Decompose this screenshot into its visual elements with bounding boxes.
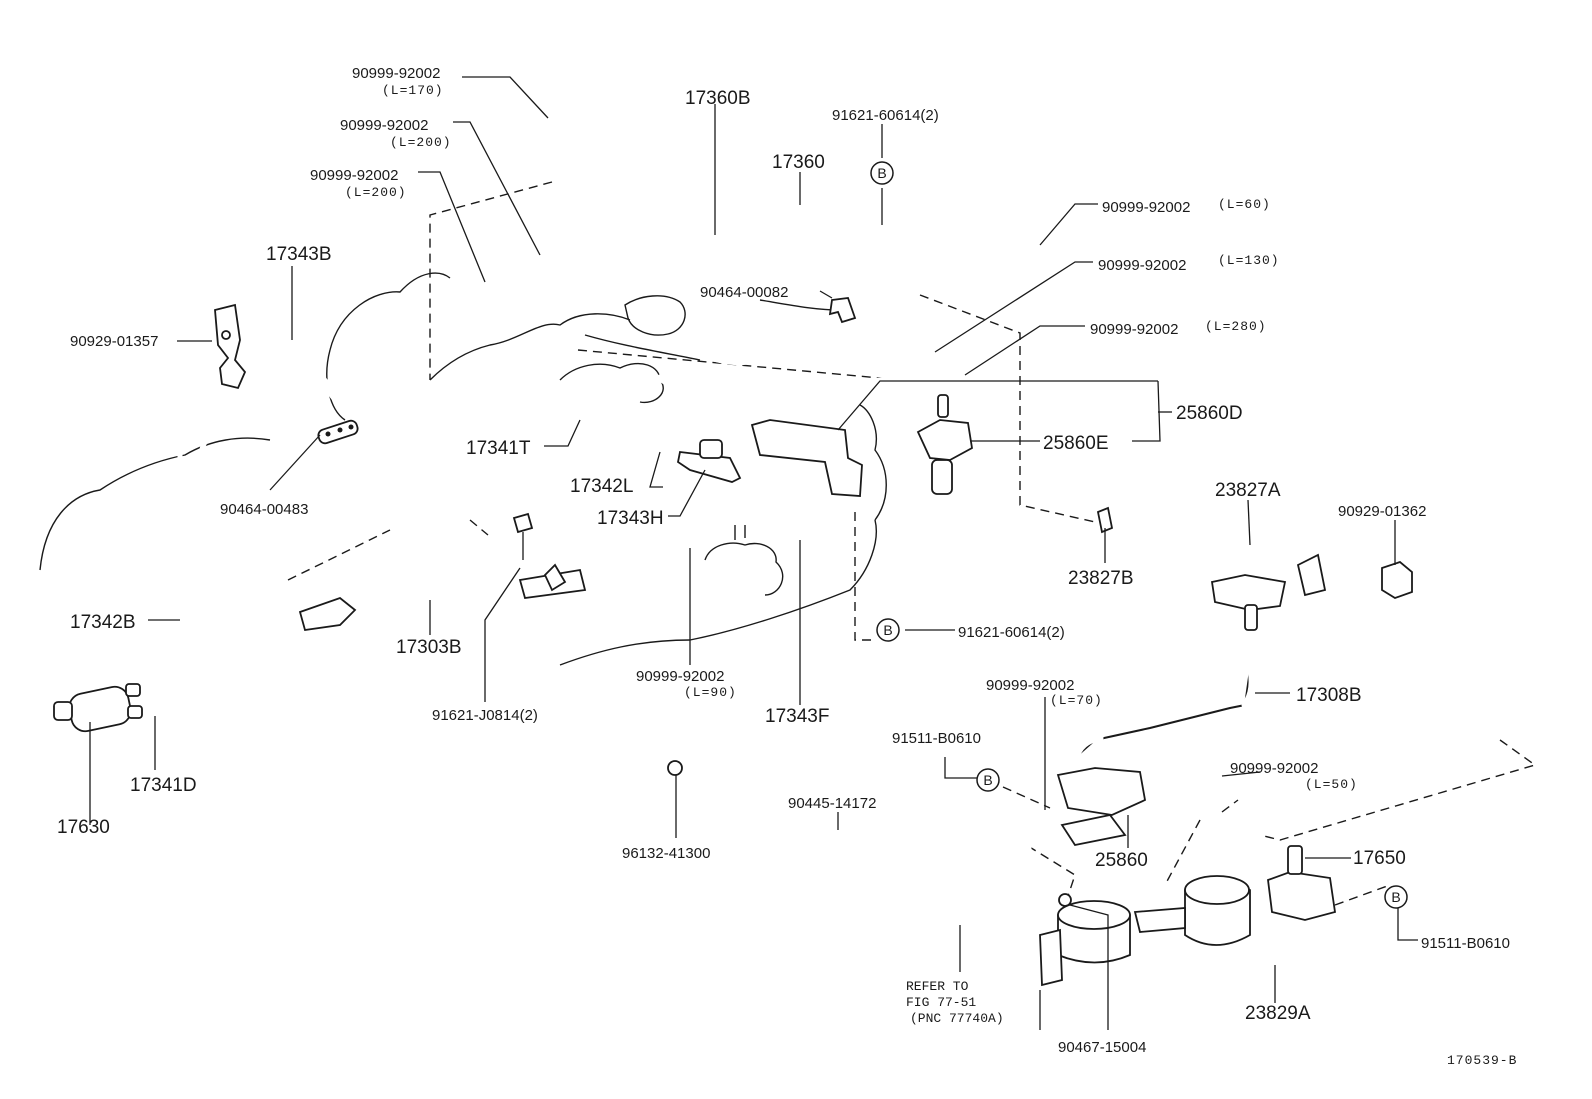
label-90999-92002-l200a: 90999-92002 [340, 117, 428, 134]
clip-90464-00082 [828, 297, 857, 324]
label-17342L: 17342L [570, 476, 633, 497]
label-17303B: 17303B [396, 637, 462, 658]
label-91511-B0610-b: 91511-B0610 [1421, 935, 1510, 952]
label-l200a: (L=200) [390, 135, 452, 150]
label-90929-01362: 90929-01362 [1338, 503, 1426, 520]
label-17343H: 17343H [597, 508, 664, 529]
label-90999-92002-l170: 90999-92002 [352, 65, 440, 82]
label-90929-01357: 90929-01357 [70, 333, 158, 350]
label-17360: 17360 [772, 152, 825, 173]
label-90999-92002-l60: 90999-92002 [1102, 199, 1190, 216]
refer-note-line-3: (PNC 77740A) [910, 1011, 1004, 1026]
label-17360B: 17360B [685, 88, 751, 109]
bolt-91621-J0814 [512, 512, 534, 560]
label-l90: (L=90) [684, 685, 737, 700]
label-90445-14172: 90445-14172 [788, 795, 876, 812]
label-90464-00483: 90464-00483 [220, 501, 308, 518]
circle-b-marker-right: B [1384, 885, 1408, 909]
label-91621-60614-top: 91621-60614(2) [832, 107, 939, 124]
filter-17630 [53, 683, 143, 733]
label-l200b: (L=200) [345, 185, 407, 200]
label-90999-92002-l130: 90999-92002 [1098, 257, 1186, 274]
label-17650: 17650 [1353, 848, 1406, 869]
label-90999-92002-l200b: 90999-92002 [310, 167, 398, 184]
bracket-17303B [298, 563, 587, 632]
vsv-25860 [1056, 767, 1147, 847]
label-90999-92002-l50: 90999-92002 [1230, 760, 1318, 777]
label-90999-92002-l280: 90999-92002 [1090, 321, 1178, 338]
label-91621-60614-mid: 91621-60614(2) [958, 624, 1065, 641]
label-17341D: 17341D [130, 775, 197, 796]
circle-b-marker-top: B [870, 161, 894, 185]
clip-90929-01362 [1381, 560, 1413, 599]
hoses [142, 112, 1494, 976]
canister-23829A [1133, 875, 1251, 946]
circle-b-marker-mid: B [876, 618, 900, 642]
label-l50: (L=50) [1305, 777, 1358, 792]
label-17343F: 17343F [765, 706, 829, 727]
label-l280: (L=280) [1205, 319, 1267, 334]
svg-text:B: B [883, 622, 892, 638]
label-91621-J0814: 91621-J0814(2) [432, 707, 538, 724]
refer-note-line-1: REFER TO [906, 979, 969, 994]
label-17308B: 17308B [1296, 685, 1362, 706]
label-25860D: 25860D [1176, 403, 1243, 424]
label-17343B: 17343B [266, 244, 332, 265]
svg-text:B: B [877, 165, 886, 181]
sensor-17343H [676, 439, 742, 483]
label-l170: (L=170) [382, 83, 444, 98]
label-23827A: 23827A [1215, 480, 1281, 501]
label-90999-92002-l90: 90999-92002 [636, 668, 724, 685]
clip-23827B [1096, 506, 1114, 534]
clamp-96132-41300 [667, 760, 1072, 907]
label-91511-B0610-a: 91511-B0610 [892, 730, 981, 747]
label-l130: (L=130) [1218, 253, 1280, 268]
vsv-17650 [1267, 845, 1337, 921]
part-labels: 90999-92002 (L=170) 90999-92002 (L=200) … [57, 65, 1517, 1068]
engine-outline [39, 272, 887, 666]
label-l70: (L=70) [1050, 693, 1103, 708]
refer-note-line-2: FIG 77-51 [906, 995, 976, 1010]
label-17630: 17630 [57, 817, 110, 838]
clamp-90464-00483 [317, 419, 359, 445]
label-23827B: 23827B [1068, 568, 1134, 589]
label-25860E: 25860E [1043, 433, 1109, 454]
bracket-25860D [750, 419, 863, 497]
label-25860: 25860 [1095, 850, 1148, 871]
circle-b-marker-left: B [976, 768, 1000, 792]
canister-90467-15004 [1039, 900, 1131, 987]
label-96132-41300: 96132-41300 [622, 845, 710, 862]
label-90464-00082: 90464-00082 [700, 284, 788, 301]
label-23829A: 23829A [1245, 1003, 1311, 1024]
figure-id: 170539-B [1447, 1053, 1517, 1068]
leader-lines [89, 76, 1418, 1030]
label-90467-15004: 90467-15004 [1058, 1039, 1146, 1056]
label-17342B: 17342B [70, 612, 136, 633]
clip-90929-01357 [214, 303, 247, 390]
components [53, 297, 1413, 987]
vsv-23827A [1210, 553, 1327, 631]
svg-text:B: B [983, 772, 992, 788]
label-17341T: 17341T [466, 438, 531, 459]
label-90999-92002-l70: 90999-92002 [986, 677, 1074, 694]
vsv-25860E [916, 394, 973, 495]
label-l60: (L=60) [1218, 197, 1271, 212]
svg-text:B: B [1391, 889, 1400, 905]
